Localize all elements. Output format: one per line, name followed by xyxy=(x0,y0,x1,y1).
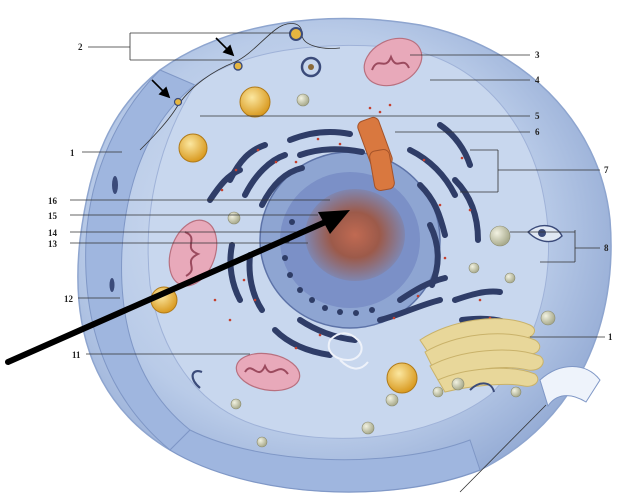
label-8: 8 xyxy=(604,243,609,253)
label-15: 15 xyxy=(48,211,58,221)
label-2: 2 xyxy=(78,42,83,52)
label-16: 16 xyxy=(48,196,58,206)
label-3: 3 xyxy=(535,50,540,60)
label-13: 13 xyxy=(48,239,58,249)
label-12: 12 xyxy=(64,294,74,304)
label-7: 7 xyxy=(604,165,609,175)
golgi-apparatus xyxy=(420,319,543,392)
nucleolus xyxy=(305,189,405,281)
label-11: 11 xyxy=(72,350,81,360)
label-6: 6 xyxy=(535,127,540,137)
label-1: 1 xyxy=(70,148,75,158)
label-10: 1 xyxy=(608,332,613,342)
label-4: 4 xyxy=(535,75,540,85)
label-14: 14 xyxy=(48,228,58,238)
label-5: 5 xyxy=(535,111,540,121)
